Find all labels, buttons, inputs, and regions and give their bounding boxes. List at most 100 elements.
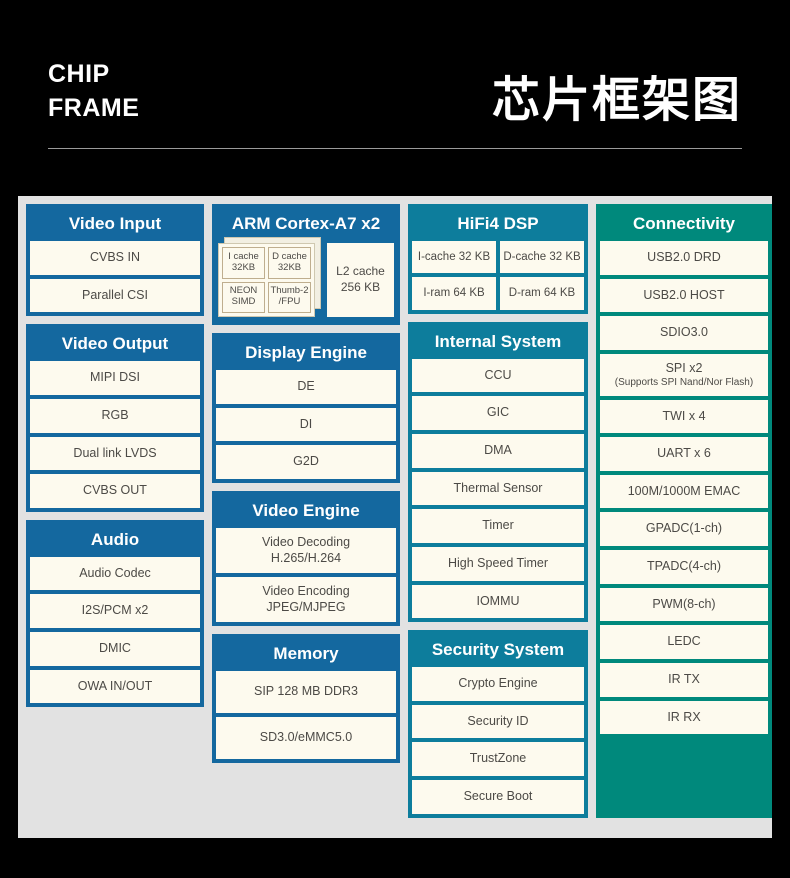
arm-cell-thumb2-line1: Thumb-2 [270,285,309,297]
page-title-en-line2: FRAME [48,93,140,122]
block-title-audio: Audio [90,529,140,549]
arm-cell-thumb2-fpu[interactable]: Thumb-2 /FPU [268,281,311,313]
item-video-decoding-line1: Video Decoding [261,534,351,549]
arm-core-card-front: I cache 32KB D cache 32KB NEON SIMD [218,243,315,317]
item-video-encoding-line1: Video Encoding [262,584,350,599]
block-title-display-engine: Display Engine [245,343,367,362]
item-spi[interactable]: SPI x2 (Supports SPI Nand/Nor Flash) [600,353,768,396]
item-timer[interactable]: Timer [412,509,584,543]
item-sd-emmc[interactable]: SD3.0/eMMC5.0 [216,717,396,759]
block-internal-system: Internal System CCU GIC DMA Thermal Sens… [408,321,588,623]
item-dmic[interactable]: DMIC [30,632,200,666]
chip-diagram-panel: Video Input CVBS IN Parallel CSI Video O… [18,196,772,838]
block-title-video-output: Video Output [61,334,169,354]
item-iommu[interactable]: IOMMU [412,584,584,619]
item-ir-rx[interactable]: IR RX [600,700,768,735]
item-pwm[interactable]: PWM(8-ch) [600,587,768,622]
item-sip-ddr3[interactable]: SIP 128 MB DDR3 [216,671,396,713]
block-audio: Audio Audio Codec I2S/PCM x2 DMIC OWA IN… [26,519,204,708]
block-title-connectivity: Connectivity [632,214,736,233]
item-uart[interactable]: UART x 6 [600,437,768,471]
item-audio-codec[interactable]: Audio Codec [30,556,200,591]
item-rgb[interactable]: RGB [30,398,200,433]
arm-cell-d-cache-line1: D cache [272,250,307,262]
arm-cell-i-cache[interactable]: I cache 32KB [222,247,265,279]
items-display-engine: DE DI G2D [216,370,396,479]
arm-cell-d-cache[interactable]: D cache 32KB [268,247,311,279]
item-dma[interactable]: DMA [412,434,584,468]
item-video-decoding-line2: H.265/H.264 [270,550,342,565]
item-cvbs-out[interactable]: CVBS OUT [30,474,200,508]
item-di[interactable]: DI [216,407,396,442]
item-spi-main: SPI x2 [665,360,703,375]
page-title-en: CHIP FRAME [48,58,248,126]
item-usb-host[interactable]: USB2.0 HOST [600,278,768,313]
arm-core-stack: I cache 32KB D cache 32KB NEON SIMD [218,237,321,317]
block-title-memory: Memory [273,644,339,664]
column-connectivity: Connectivity USB2.0 DRD USB2.0 HOST SDIO… [596,204,772,818]
block-title-video-engine: Video Engine [252,500,360,520]
items-memory: SIP 128 MB DDR3 SD3.0/eMMC5.0 [216,671,396,759]
item-video-decoding[interactable]: Video Decoding H.265/H.264 [216,527,396,574]
item-dsp-i-ram[interactable]: I-ram 64 KB [412,277,496,310]
item-tpadc[interactable]: TPADC(4-ch) [600,550,768,584]
item-gic[interactable]: GIC [412,396,584,430]
items-audio: Audio Codec I2S/PCM x2 DMIC OWA IN/OUT [30,556,200,704]
block-grid: Video Input CVBS IN Parallel CSI Video O… [26,204,772,818]
page-title-en-line1: CHIP [48,60,110,88]
block-display-engine: Display Engine DE DI G2D [212,333,400,483]
item-dsp-d-ram[interactable]: D-ram 64 KB [500,277,584,310]
item-parallel-csi[interactable]: Parallel CSI [30,278,200,313]
item-crypto-engine[interactable]: Crypto Engine [412,667,584,701]
item-security-id[interactable]: Security ID [412,704,584,739]
item-twi[interactable]: TWI x 4 [600,399,768,434]
page-title-cn: 芯片框架图 [491,72,742,128]
item-gpadc[interactable]: GPADC(1-ch) [600,512,768,546]
header-titles: CHIP FRAME 芯片框架图 [48,58,742,128]
items-connectivity: USB2.0 DRD USB2.0 HOST SDIO3.0 SPI x2 (S… [600,241,768,735]
block-video-input: Video Input CVBS IN Parallel CSI [26,204,204,317]
items-video-input: CVBS IN Parallel CSI [30,241,200,313]
item-dsp-i-cache[interactable]: I-cache 32 KB [412,241,496,274]
item-i2s-pcm[interactable]: I2S/PCM x2 [30,594,200,628]
item-video-encoding-line2: JPEG/MJPEG [266,599,346,614]
arm-cell-neon-simd[interactable]: NEON SIMD [222,281,265,313]
block-hifi4-dsp: HiFi4 DSP I-cache 32 KB D-cache 32 KB I-… [408,204,588,314]
block-title-video-input: Video Input [68,214,162,233]
block-video-output: Video Output MIPI DSI RGB Dual link LVDS… [26,324,204,512]
block-video-engine: Video Engine Video Decoding H.265/H.264 … [212,490,400,627]
block-memory: Memory SIP 128 MB DDR3 SD3.0/eMMC5.0 [212,634,400,763]
items-hifi4-dsp: I-cache 32 KB D-cache 32 KB I-ram 64 KB … [412,241,584,310]
arm-body: I cache 32KB D cache 32KB NEON SIMD [216,237,396,321]
item-g2d[interactable]: G2D [216,445,396,479]
item-cvbs-in[interactable]: CVBS IN [30,241,200,275]
block-title-hifi4-dsp: HiFi4 DSP [457,214,539,233]
item-video-encoding[interactable]: Video Encoding JPEG/MJPEG [216,577,396,623]
item-ccu[interactable]: CCU [412,358,584,393]
arm-l2-line2: 256 KB [340,280,381,294]
block-security-system: Security System Crypto Engine Security I… [408,630,588,818]
item-thermal-sensor[interactable]: Thermal Sensor [412,471,584,506]
item-mipi-dsi[interactable]: MIPI DSI [30,361,200,395]
item-ledc[interactable]: LEDC [600,625,768,659]
arm-cell-i-cache-line2: 32KB [231,261,256,273]
arm-cell-neon-line2: SIMD [231,296,256,308]
header-divider [48,148,742,149]
arm-cell-thumb2-line2: /FPU [278,296,301,308]
item-de[interactable]: DE [216,370,396,404]
block-title-security-system: Security System [431,640,565,660]
item-sdio[interactable]: SDIO3.0 [600,316,768,350]
item-high-speed-timer[interactable]: High Speed Timer [412,546,584,581]
items-video-output: MIPI DSI RGB Dual link LVDS CVBS OUT [30,361,200,508]
item-ir-tx[interactable]: IR TX [600,662,768,697]
item-secure-boot[interactable]: Secure Boot [412,780,584,814]
item-usb-drd[interactable]: USB2.0 DRD [600,241,768,275]
block-arm-cortex: ARM Cortex-A7 x2 I cache 32KB D cache 32… [212,204,400,325]
item-dual-link-lvds[interactable]: Dual link LVDS [30,436,200,471]
arm-l2-cache[interactable]: L2 cache 256 KB [327,243,394,317]
item-dsp-d-cache[interactable]: D-cache 32 KB [500,241,584,274]
item-emac[interactable]: 100M/1000M EMAC [600,474,768,509]
block-title-internal-system: Internal System [434,331,562,351]
item-owa-in-out[interactable]: OWA IN/OUT [30,669,200,704]
item-trustzone[interactable]: TrustZone [412,742,584,776]
